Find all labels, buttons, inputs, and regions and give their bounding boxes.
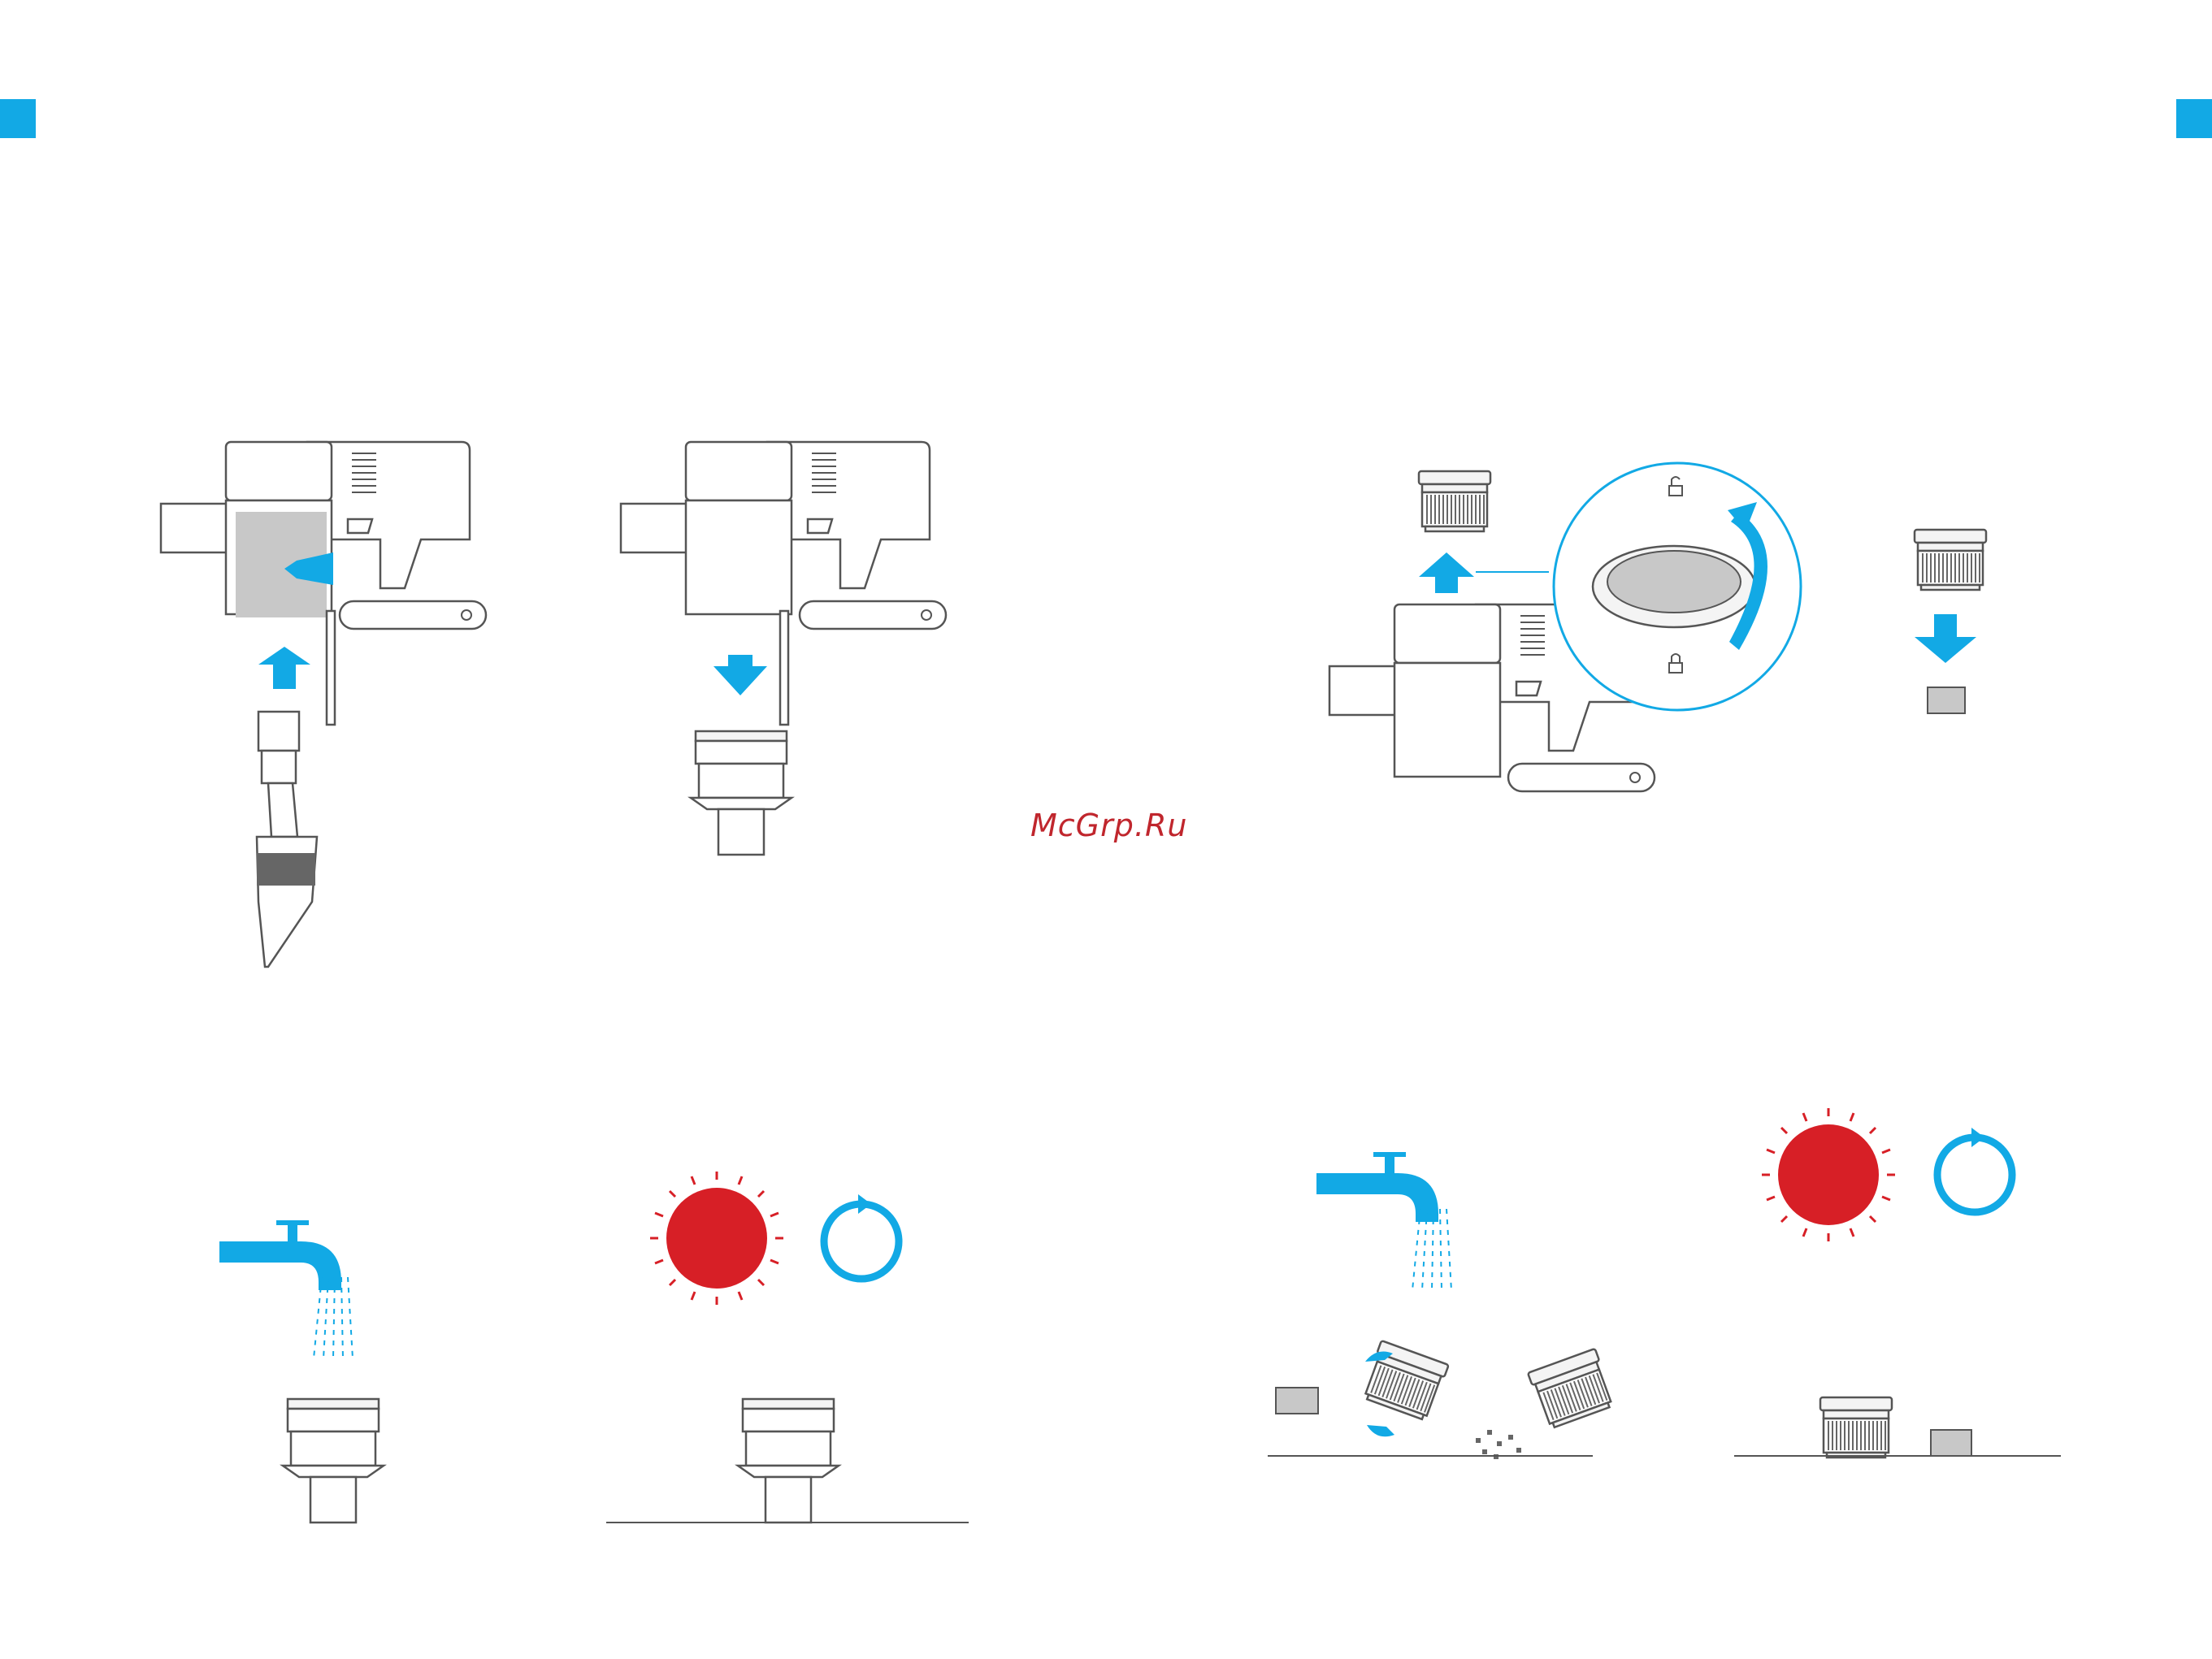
arrow-down-icon (713, 666, 767, 695)
foam-pad (1928, 687, 1965, 713)
foam-pad (1276, 1388, 1318, 1414)
sun-icon (1762, 1108, 1895, 1241)
install-brush-panel (161, 442, 486, 967)
foam-pad (1931, 1430, 1971, 1456)
arrow-up-icon (1419, 552, 1474, 593)
dust-particles (1476, 1430, 1521, 1459)
cycle-icon (1937, 1128, 2012, 1212)
arrow-down-icon (1915, 637, 1976, 663)
dry-filter-panel (1734, 1108, 2061, 1458)
rinse-filter-panel (1268, 1152, 1616, 1459)
sun-icon (650, 1172, 783, 1305)
brush-attachment (257, 712, 317, 967)
watermark: McGrp.Ru (1030, 808, 1187, 843)
faucet-icon (219, 1220, 341, 1290)
remove-nozzle-panel (621, 442, 946, 855)
remove-filter-panel (1329, 463, 1801, 791)
cycle-icon (824, 1194, 899, 1279)
dry-nozzle-panel (606, 1172, 969, 1523)
arrow-up-icon (258, 647, 310, 689)
rinse-nozzle-panel (219, 1220, 384, 1523)
separate-foam-panel (1915, 530, 1986, 713)
